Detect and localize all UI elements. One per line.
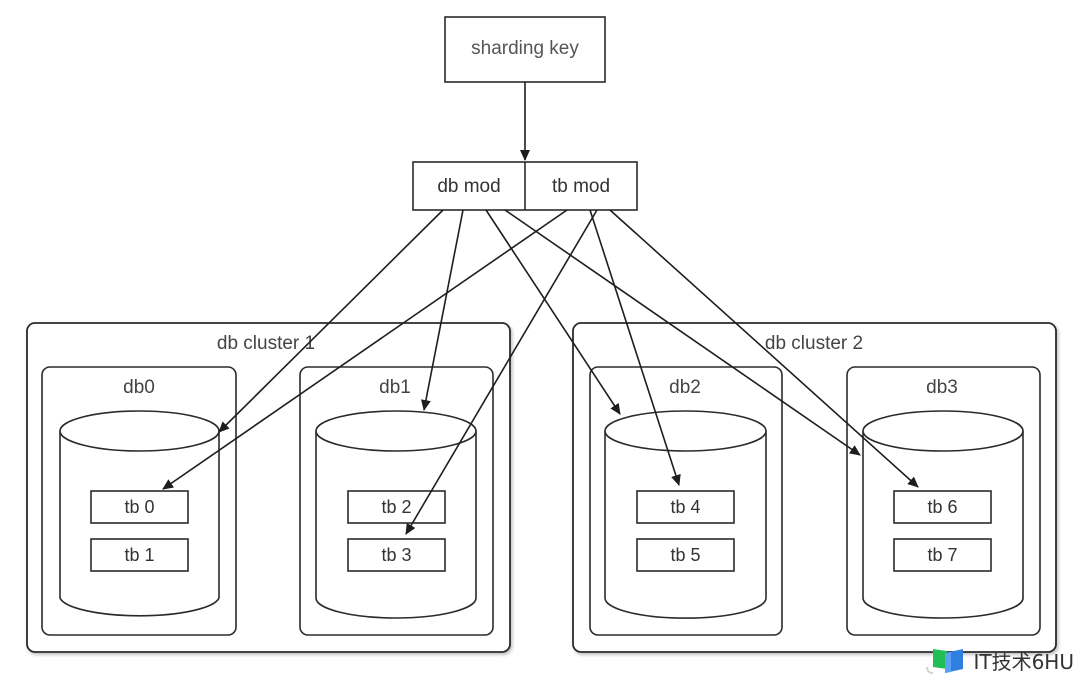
db2-label: db2 <box>669 377 701 398</box>
sharding-key-node: sharding key <box>444 16 606 83</box>
edge-tbmod-to-tb0 <box>162 209 568 490</box>
edge-tbmod-to-tb3 <box>405 209 598 535</box>
db1-label: db1 <box>379 377 411 398</box>
table-tb5 <box>636 538 735 572</box>
db-mod-label: db mod <box>437 176 500 197</box>
edge-tbmod-to-tb4 <box>589 209 681 486</box>
watermark-text: IT技术6HU <box>973 649 1074 674</box>
table-tb7-label: tb 7 <box>927 545 957 565</box>
watermark-logo-icon <box>926 649 964 674</box>
watermark: IT技术6HU <box>925 645 1074 675</box>
table-tb1-label: tb 1 <box>124 545 154 565</box>
router-node: db mod tb mod <box>412 161 638 211</box>
db2-container: db2 tb 4 tb 5 <box>589 366 783 636</box>
db0-container: db0 tb 0 tb 1 <box>41 366 237 636</box>
db3-container: db3 tb 6 tb 7 <box>846 366 1041 636</box>
db3-label: db3 <box>926 377 958 398</box>
edge-dbmod-to-db3 <box>504 209 861 456</box>
table-tb1 <box>90 538 189 572</box>
table-tb0-label: tb 0 <box>124 497 154 517</box>
edge-dbmod-to-db1 <box>421 209 464 411</box>
table-tb5-label: tb 5 <box>670 545 700 565</box>
table-tb2-label: tb 2 <box>381 497 411 517</box>
sharding-key-label: sharding key <box>471 38 579 59</box>
table-tb4-label: tb 4 <box>670 497 700 517</box>
table-tb6 <box>893 490 992 524</box>
cluster-2-label: db cluster 2 <box>765 333 863 354</box>
table-tb7 <box>893 538 992 572</box>
table-tb0 <box>90 490 189 524</box>
edge-dbmod-to-db2 <box>485 209 621 415</box>
edge-dbmod-to-db0 <box>218 209 444 433</box>
edges <box>162 82 919 535</box>
cluster-1-label: db cluster 1 <box>217 333 315 354</box>
cluster-1: db cluster 1 db0 tb 0 tb 1 db1 tb 2 <box>26 322 511 653</box>
sharding-key-box <box>444 16 606 83</box>
cluster-2: db cluster 2 db2 tb 4 tb 5 db3 tb 6 <box>572 322 1057 653</box>
edge-tbmod-to-tb6 <box>609 209 919 488</box>
table-tb3 <box>347 538 446 572</box>
table-tb3-label: tb 3 <box>381 545 411 565</box>
tb-mod-label: tb mod <box>552 176 610 197</box>
db0-label: db0 <box>123 377 155 398</box>
table-tb4 <box>636 490 735 524</box>
db1-container: db1 tb 2 tb 3 <box>299 366 494 636</box>
table-tb6-label: tb 6 <box>927 497 957 517</box>
